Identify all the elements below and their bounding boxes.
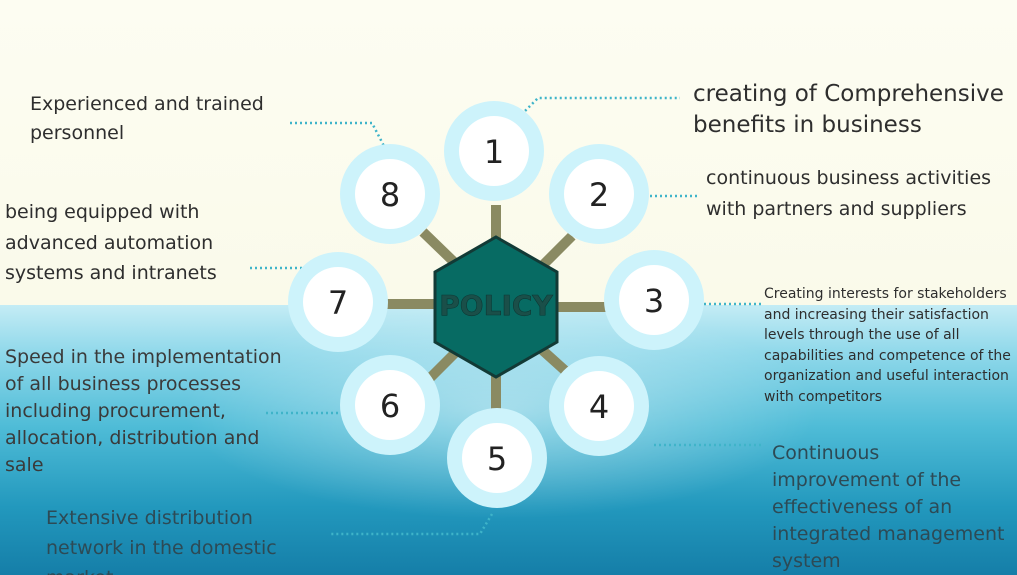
node-number-3: 3 [644, 282, 664, 320]
node-text-2: continuous business activities with part… [706, 167, 992, 220]
connector-1 [517, 96, 680, 119]
node-2: 2 [549, 144, 649, 244]
node-4: 4 [549, 356, 649, 456]
node-number-2: 2 [589, 176, 609, 214]
node-number-5: 5 [487, 440, 507, 478]
spokes [386, 205, 610, 412]
node-6: 6 [340, 355, 440, 455]
connectors [250, 96, 764, 536]
connector-8 [290, 121, 386, 147]
node-number-1: 1 [484, 133, 504, 171]
spoke-2 [538, 232, 576, 270]
node-text-1: creating of Comprehensive benefits in bu… [693, 81, 1004, 138]
node-text-8: Experienced and trained personnel [30, 93, 264, 144]
spoke-8 [419, 228, 458, 266]
node-5: 5 [447, 408, 547, 508]
node-number-4: 4 [589, 388, 609, 426]
policy-hexagon [433, 235, 559, 379]
node-text-4: Continuous improvement of the effectiven… [772, 442, 1005, 572]
node-text-6: Speed in the implementation of all busin… [5, 346, 282, 476]
node-number-8: 8 [380, 176, 400, 214]
node-number-7: 7 [328, 284, 348, 322]
node-7: 7 [288, 252, 388, 352]
node-3: 3 [604, 250, 704, 350]
node-number-6: 6 [380, 387, 400, 425]
node-1: 1 [444, 101, 544, 201]
connector-5 [330, 513, 494, 536]
node-text-3: Creating interests for stakeholders and … [764, 286, 1011, 405]
node-text-7: being equipped with advanced automation … [5, 201, 217, 284]
node-8: 8 [340, 144, 440, 244]
policy-label: POLICY [439, 289, 553, 322]
spoke-6 [426, 348, 460, 382]
node-text-5: Extensive distribution network in the do… [46, 507, 277, 575]
